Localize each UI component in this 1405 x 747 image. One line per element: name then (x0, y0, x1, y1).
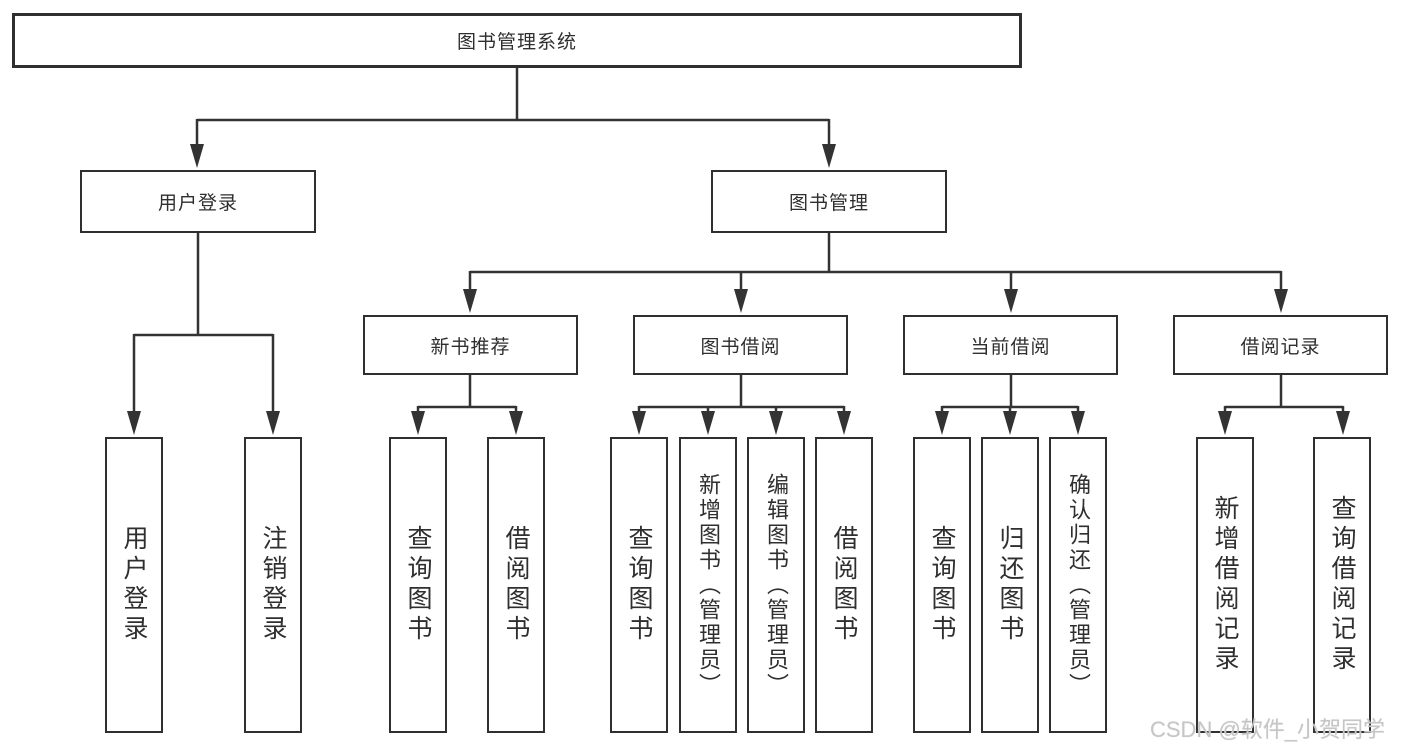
leaf-label: 新增图书（管理员） (696, 472, 721, 698)
leaf-label: 新增借阅记录 (1211, 495, 1239, 675)
node-borrowing-records: 借阅记录 (1173, 315, 1388, 375)
leaf-user-login: 用户登录 (105, 437, 163, 733)
node-label: 用户登录 (157, 193, 238, 214)
leaf-edit-books-admin: 编辑图书（管理员） (747, 437, 805, 733)
leaf-label: 查询图书 (404, 525, 432, 645)
leaf-add-books-admin: 新增图书（管理员） (679, 437, 737, 733)
node-label: 图书管理系统 (456, 32, 577, 53)
leaf-label: 借阅图书 (502, 525, 530, 645)
node-library-management-system: 图书管理系统 (12, 13, 1022, 68)
leaf-label: 用户登录 (120, 525, 148, 645)
node-book-borrowing: 图书借阅 (633, 315, 848, 375)
arrowhead-icons (127, 144, 1350, 435)
node-new-book-recommend: 新书推荐 (363, 315, 578, 375)
leaf-return-books: 归还图书 (981, 437, 1039, 733)
leaf-confirm-return-admin: 确认归还（管理员） (1049, 437, 1107, 733)
leaf-borrow-books-borrowing: 借阅图书 (815, 437, 873, 733)
leaf-query-books-current: 查询图书 (913, 437, 971, 733)
leaf-logout-login: 注销登录 (244, 437, 302, 733)
leaf-label: 查询图书 (625, 525, 653, 645)
leaf-label: 查询图书 (928, 525, 956, 645)
leaf-add-borrow-record: 新增借阅记录 (1196, 437, 1254, 733)
leaf-query-borrow-record: 查询借阅记录 (1313, 437, 1371, 733)
csdn-watermark: CSDN @软件_小贺同学 (1150, 717, 1386, 742)
node-label: 借阅记录 (1240, 336, 1321, 358)
node-label: 图书借阅 (700, 336, 781, 358)
node-label: 图书管理 (788, 193, 869, 214)
leaf-label: 确认归还（管理员） (1066, 472, 1091, 698)
leaf-query-books-recommend: 查询图书 (389, 437, 447, 733)
leaf-borrow-books-recommend: 借阅图书 (487, 437, 545, 733)
leaf-label: 归还图书 (996, 525, 1024, 645)
leaf-query-books-borrowing: 查询图书 (610, 437, 668, 733)
leaf-label: 借阅图书 (830, 525, 858, 645)
node-current-borrowing: 当前借阅 (903, 315, 1118, 375)
node-user-login: 用户登录 (80, 170, 316, 233)
leaf-label: 注销登录 (259, 525, 287, 645)
node-label: 当前借阅 (970, 336, 1051, 358)
node-label: 新书推荐 (430, 336, 511, 358)
leaf-label: 查询借阅记录 (1328, 495, 1356, 675)
leaf-label: 编辑图书（管理员） (764, 472, 789, 698)
node-book-management: 图书管理 (711, 170, 947, 233)
